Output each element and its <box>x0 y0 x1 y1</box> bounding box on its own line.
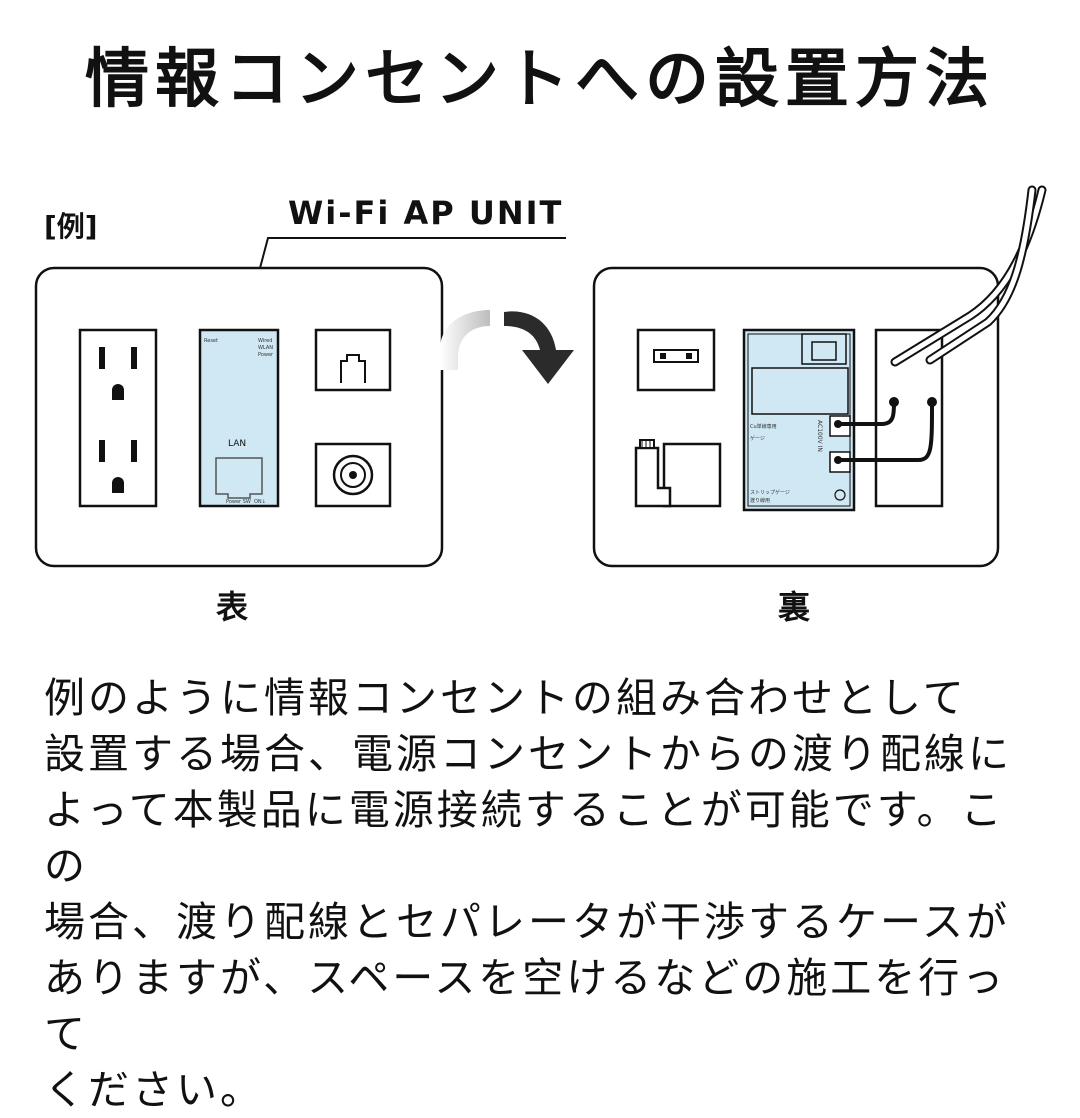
power-sw-label: Power SW <box>226 499 251 505</box>
coax-tv-jack <box>314 442 392 508</box>
front-label: 表 <box>216 588 249 626</box>
status-label-wlan: WLAN <box>258 345 273 351</box>
description-line: よって本製品に電源接続することが可能です。この <box>44 786 1005 890</box>
board-text-3: ストリップゲージ <box>750 489 790 496</box>
status-label-power: Power <box>258 352 274 358</box>
coax-jack-back <box>634 439 722 508</box>
description-line: 場合、渡り配線とセパレータが干渉するケースが <box>44 898 1010 946</box>
status-label-wired: Wired <box>258 338 272 344</box>
crossover-wires <box>834 397 937 464</box>
description: 例のように情報コンセントの組み合わせとして 設置する場合、電源コンセントからの渡… <box>44 670 1044 1118</box>
description-line: ください。 <box>44 1066 264 1114</box>
description-line: ありますが、スペースを空けるなどの施工を行って <box>44 954 1007 1058</box>
description-line: 設置する場合、電源コンセントからの渡り配線に <box>44 730 1012 778</box>
unit-label: Wi-Fi AP UNIT <box>288 194 564 232</box>
modular-jack <box>314 328 392 392</box>
light-arrow-icon <box>440 310 490 370</box>
wifi-ap-unit-back: Cu単線専用 ゲージ ストリップゲージ 渡り線用 AC100V IN <box>742 328 856 512</box>
board-text-1: Cu単線専用 <box>750 423 777 430</box>
modular-jack-back <box>636 328 716 392</box>
board-text-4: 渡り線用 <box>750 497 770 504</box>
page-title: 情報コンセントへの設置方法 <box>85 43 995 117</box>
ac-input-label: AC100V IN <box>816 420 823 452</box>
board-text-2: ゲージ <box>750 435 765 442</box>
back-label: 裏 <box>778 588 811 626</box>
power-cable <box>890 185 1047 367</box>
wifi-ap-unit-front: Reset Wired WLAN Power LAN Power SW ON↓ <box>198 328 280 508</box>
reset-label: Reset <box>204 338 218 344</box>
lan-port-outline <box>215 457 263 499</box>
lan-label: LAN <box>228 439 246 449</box>
curved-arrow-icon <box>504 311 574 384</box>
on-label: ON↓ <box>254 499 266 505</box>
installation-diagram: Reset Wired WLAN Power LAN Power SW ON↓ <box>34 185 1047 568</box>
description-line: 例のように情報コンセントの組み合わせとして <box>44 674 967 722</box>
power-outlet <box>78 328 158 508</box>
example-label: [例] <box>44 210 98 243</box>
